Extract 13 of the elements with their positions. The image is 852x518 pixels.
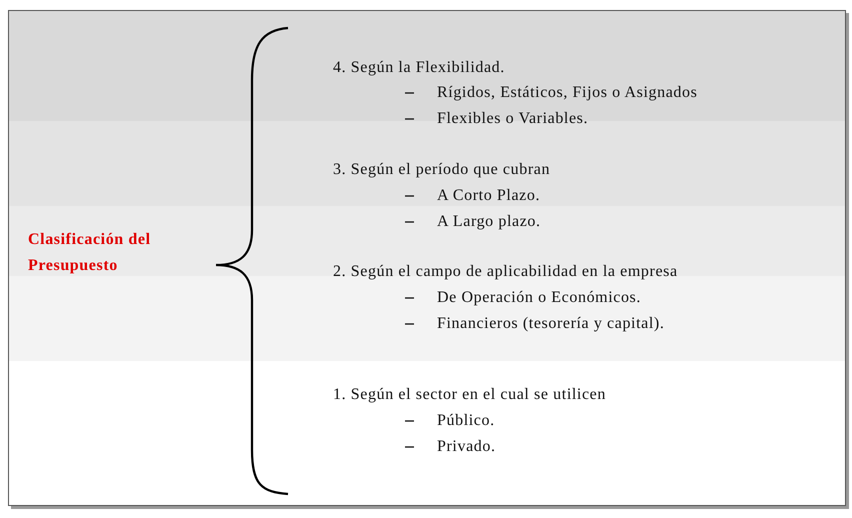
list-heading: 4. Según la Flexibilidad. [333, 58, 505, 78]
classification-title: Clasificación del Presupuesto [28, 230, 152, 276]
list-heading: 1. Según el sector en el cual se utilicen [333, 385, 606, 405]
list-item: A Corto Plazo. [437, 186, 540, 206]
list-item: Flexibles o Variables. [437, 109, 588, 129]
list-item: Privado. [437, 437, 496, 457]
list-item: A Largo plazo. [437, 212, 541, 232]
list-heading: 3. Según el período que cubran [333, 160, 550, 180]
list-item: Público. [437, 411, 495, 431]
list-item: De Operación o Económicos. [437, 288, 641, 308]
list-heading: 2. Según el campo de aplicabilidad en la empresa [333, 262, 678, 282]
list-item: Rígidos, Estáticos, Fijos o Asignados [437, 83, 698, 103]
list-item: Financieros (tesorería y capital). [437, 314, 664, 334]
